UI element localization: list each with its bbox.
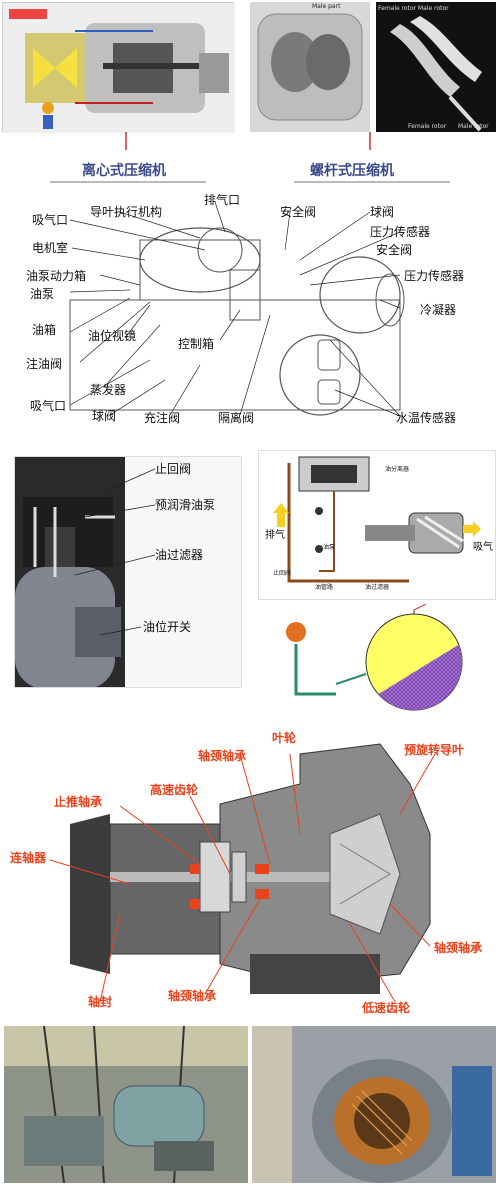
label-suction-port-bottom: 吸气口 (30, 399, 67, 413)
screw-compressor-image: Male part Female rotor Male rotor Female… (250, 2, 496, 132)
label-safety-valve-1: 安全阀 (280, 205, 317, 219)
label-thrust-bearing: 止推轴承 (54, 795, 103, 809)
label-pressure-sensor-1: 压力传感器 (370, 225, 431, 239)
label-oil-charge-valve: 注油阀 (26, 357, 63, 371)
centrifugal-compressor-image (2, 2, 235, 133)
photo-label: Male rotor (418, 5, 449, 12)
oil-system-photo-panel: 止回阀 预润滑油泵 油过滤器 油位开关 (14, 456, 242, 688)
photo-label: Male rotor (458, 123, 489, 130)
screw-caption: 螺杆式压缩机 (310, 163, 394, 179)
label-discharge-port: 排气口 (204, 193, 241, 207)
label-oil-pump: 油泵 (30, 287, 55, 301)
label-evaporator: 蒸发器 (90, 383, 127, 397)
label-shaft-seal: 轴封 (88, 995, 113, 1009)
label-water-temp-sensor: 水温传感器 (396, 411, 457, 425)
label-charging-valve: 充注阀 (144, 411, 181, 425)
chiller-components-diagram: 吸气口 导叶执行机构 排气口 安全阀 球阀 电机室 压力传感器 安全阀 油泵动力… (0, 190, 500, 440)
label-oil-filter-small: 油过滤器 (365, 584, 390, 591)
label-oil-filter: 油过滤器 (155, 548, 204, 562)
label-coupling: 连轴器 (10, 851, 47, 865)
photo-label: Male part (312, 3, 341, 10)
label-ball-valve-bottom: 球阀 (92, 409, 117, 423)
label-low-speed-gear: 低速齿轮 (362, 1001, 411, 1015)
label-oil-pump-power-box: 油泵动力箱 (26, 269, 87, 283)
label-safety-valve-2: 安全阀 (376, 243, 413, 257)
label-journal-bearing-bottom: 轴颈轴承 (168, 989, 217, 1003)
label-ball-valve-top: 球阀 (370, 205, 395, 219)
oil-separator-schematic: 油分离器 排气 吸气 止回阀 油过滤器 油泵 油管路 (258, 450, 496, 600)
photo-label: Female rotor (378, 5, 417, 12)
label-condenser: 冷凝器 (420, 303, 457, 317)
label-suction-port-top: 吸气口 (32, 213, 69, 227)
label-oil-level-switch: 油位开关 (143, 620, 192, 634)
centrifugal-cutaway-diagram: 叶轮 轴颈轴承 预旋转导叶 高速齿轮 止推轴承 连轴器 轴颈轴承 轴封 轴颈轴承… (0, 724, 500, 1024)
label-journal-bearing-top: 轴颈轴承 (198, 749, 247, 763)
label-control-box: 控制箱 (178, 337, 215, 351)
label-discharge: 排气 (265, 530, 285, 541)
photo-label: Female rotor (408, 123, 447, 130)
separator-section-diagram (276, 604, 476, 714)
caption-arrows (50, 132, 450, 183)
label-isolation-valve: 隔离阀 (218, 411, 255, 425)
compressor-installation-photo (4, 1026, 248, 1183)
label-journal-bearing-right: 轴颈轴承 (434, 941, 483, 955)
label-inlet-guide-vane: 预旋转导叶 (404, 743, 465, 757)
label-oil-sight-glass: 油位视镜 (88, 329, 137, 343)
motor-stator-photo (252, 1026, 496, 1183)
compressor-comparison-panel: Male part Female rotor Male rotor Female… (0, 0, 500, 190)
label-impeller: 叶轮 (272, 731, 297, 745)
label-check-valve: 止回阀 (155, 462, 192, 476)
label-oil-tank: 油箱 (32, 323, 57, 337)
centrifugal-caption: 离心式压缩机 (82, 163, 166, 179)
label-suction: 吸气 (473, 542, 493, 553)
label-oil-line: 油管路 (315, 584, 334, 591)
label-high-speed-gear: 高速齿轮 (150, 783, 199, 797)
label-guide-vane-actuator: 导叶执行机构 (90, 205, 163, 219)
label-motor-room: 电机室 (32, 241, 69, 255)
label-pre-lube-pump: 预润滑油泵 (155, 498, 216, 512)
label-oil-separator: 油分离器 (385, 466, 410, 473)
label-check-valve-small: 止回阀 (273, 570, 292, 577)
label-pressure-sensor-2: 压力传感器 (404, 269, 465, 283)
label-oil-pump-small: 油泵 (323, 544, 336, 551)
installation-photos (4, 1026, 496, 1183)
